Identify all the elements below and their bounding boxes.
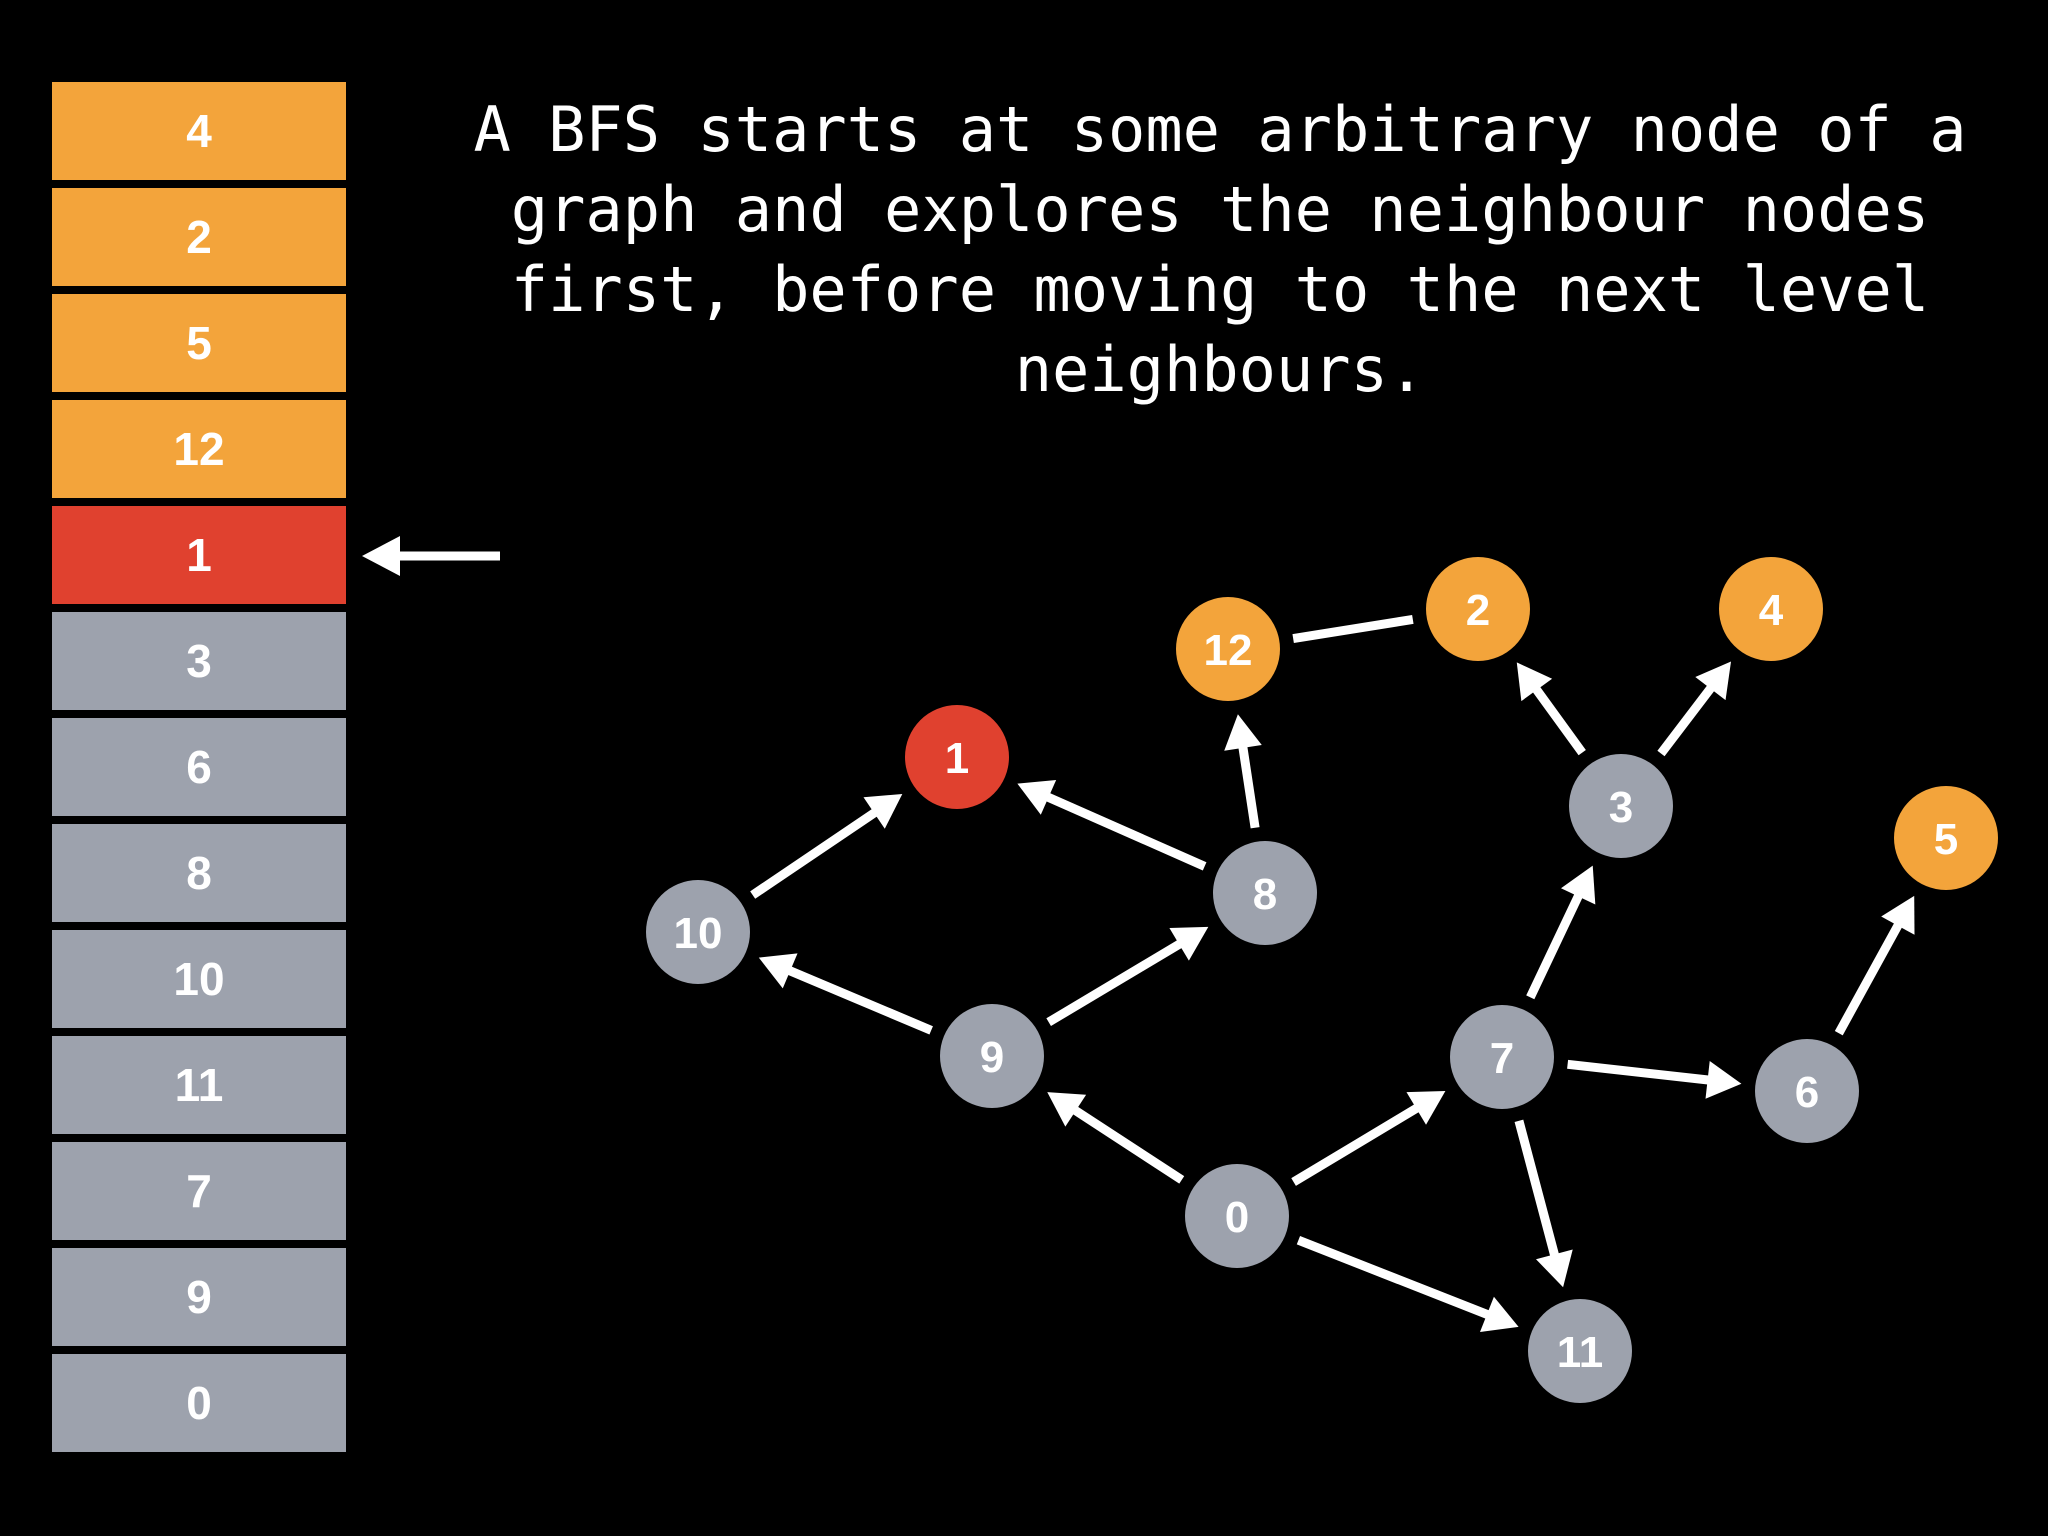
graph-edge [1567,1059,1742,1099]
queue-cell: 1 [52,506,346,604]
graph-edge [1296,1235,1519,1333]
queue-cell: 5 [52,294,346,392]
graph-node: 10 [646,880,750,984]
graph-node-label: 5 [1934,815,1958,864]
queue-cell: 6 [52,718,346,816]
queue-cell: 9 [52,1248,346,1346]
graph-node: 8 [1213,841,1317,945]
graph-edge [1291,1090,1446,1186]
graph-edge [1657,661,1732,757]
graph-edge [1224,714,1262,829]
graph-node-label: 7 [1490,1034,1514,1083]
queue-cell: 7 [52,1142,346,1240]
graph-edge [1046,926,1209,1027]
graph-node: 1 [905,705,1009,809]
graph-node: 5 [1894,786,1998,890]
graph-node-label: 3 [1609,783,1633,832]
graph-edge [1834,895,1915,1036]
caption-text: A BFS starts at some arbitrary node of a… [473,93,1967,406]
graph-node-label: 2 [1466,586,1490,635]
graph-node: 11 [1528,1299,1632,1403]
graph-edge [1514,1119,1573,1288]
graph-node: 12 [1176,597,1280,701]
queue-cell: 0 [52,1354,346,1452]
graph-edge [758,953,933,1035]
graph-node-label: 11 [1557,1328,1604,1377]
graph-node-label: 4 [1759,586,1784,635]
graph-edge [750,793,903,899]
graph-node: 0 [1185,1164,1289,1268]
graph-edge [1516,662,1586,756]
queue-cell: 2 [52,188,346,286]
queue-cell: 4 [52,82,346,180]
graph-node: 7 [1450,1005,1554,1109]
graph-node-label: 0 [1225,1193,1249,1242]
queue-cell: 12 [52,400,346,498]
graph-node: 4 [1719,557,1823,661]
queue-cell: 10 [52,930,346,1028]
graph-node-label: 12 [1204,626,1253,675]
graph-node: 3 [1569,754,1673,858]
graph-edge [1292,614,1414,644]
queue-cell: 8 [52,824,346,922]
graph-edge [1526,865,1596,1000]
graph-node: 2 [1426,557,1530,661]
queue-cell: 3 [52,612,346,710]
graph-node-label: 6 [1795,1068,1819,1117]
graph-node-label: 10 [674,909,723,958]
graph-node-label: 8 [1253,870,1277,919]
graph-node: 9 [940,1004,1044,1108]
graph-edge [1047,1092,1185,1184]
graph-node-label: 1 [945,734,969,783]
graph-node-label: 9 [980,1033,1004,1082]
graph-node: 6 [1755,1039,1859,1143]
graph-edge [1017,780,1207,871]
queue-cell: 11 [52,1036,346,1134]
